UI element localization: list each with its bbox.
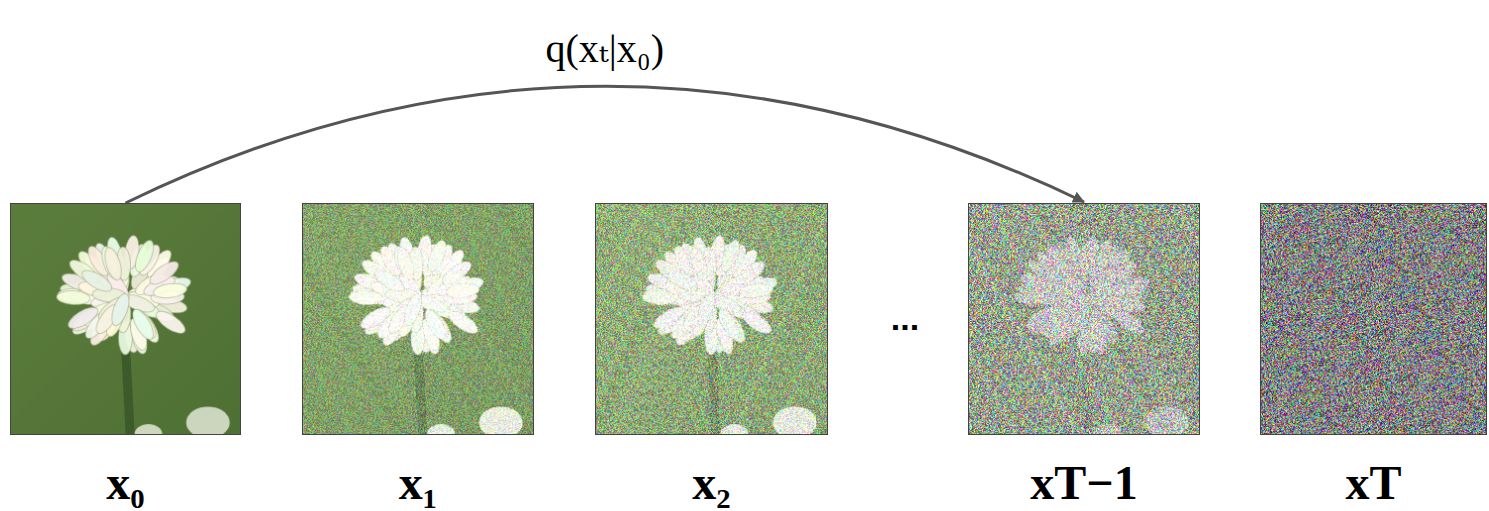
image-frame: x₂ — [595, 203, 828, 435]
transition-label: q(xₜ|x₀) — [542, 25, 668, 72]
ellipsis-mark: ... — [891, 299, 919, 338]
forward-arrow — [126, 86, 1085, 203]
image-frame: x₁ — [302, 203, 534, 435]
noisy-image — [595, 203, 828, 435]
image-frame: x₀ — [10, 203, 241, 435]
noisy-image — [10, 203, 241, 435]
noisy-image — [1260, 203, 1487, 435]
step-label: x₀ — [10, 455, 241, 510]
image-frame: xT−1 — [968, 203, 1200, 435]
step-label: xT — [1260, 455, 1487, 510]
step-label: x₂ — [595, 455, 828, 510]
image-frame: xT — [1260, 203, 1487, 435]
noisy-image — [968, 203, 1200, 435]
step-label: x₁ — [302, 455, 534, 510]
step-label: xT−1 — [968, 455, 1200, 510]
noisy-image — [302, 203, 534, 435]
